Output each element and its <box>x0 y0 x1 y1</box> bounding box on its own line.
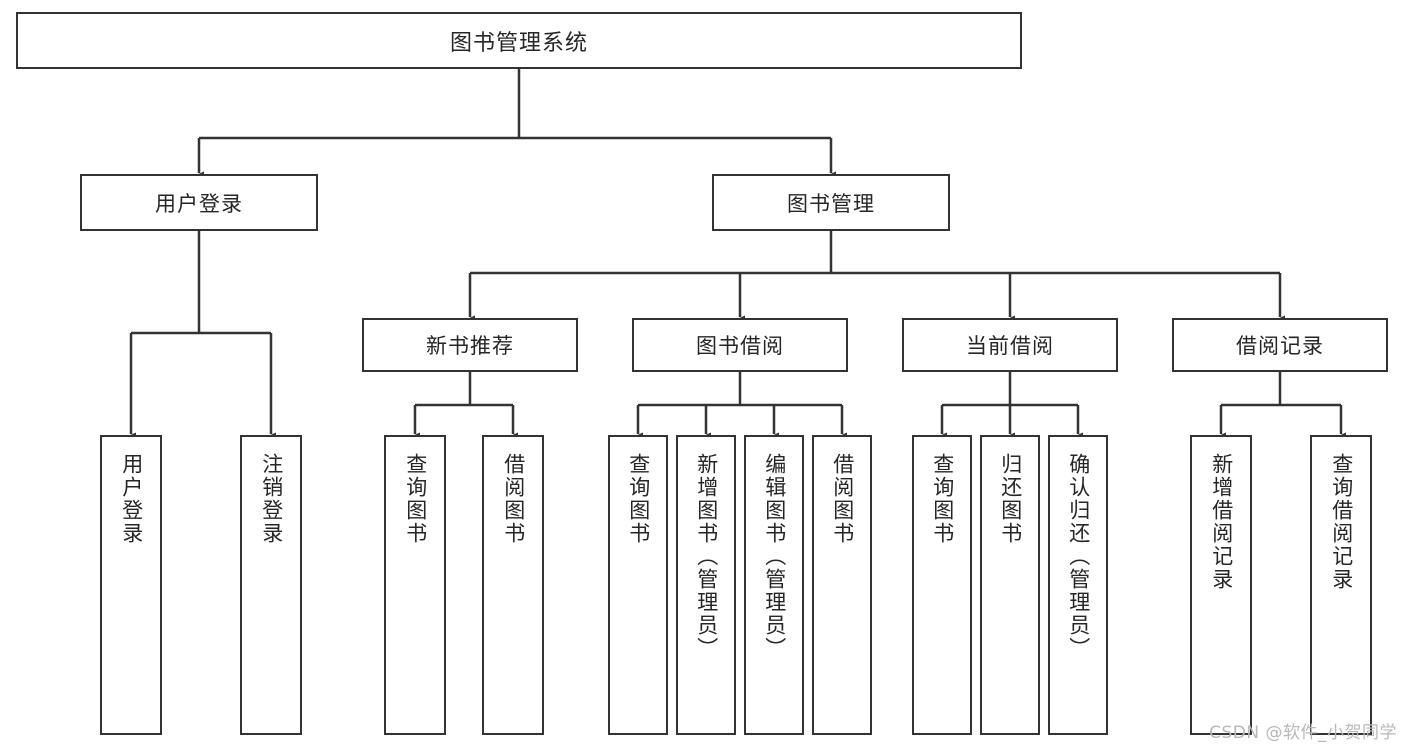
node-current[interactable]: 当前借阅 <box>902 318 1118 372</box>
watermark: CSDN @软件_小贺同学 <box>1209 723 1397 743</box>
node-r_query[interactable]: 查询借阅记录 <box>1310 435 1372 735</box>
node-c_confirm[interactable]: 确认归还（管理员） <box>1048 435 1108 735</box>
node-label: 归还图书 <box>998 453 1023 545</box>
node-label: 借阅图书 <box>501 453 526 545</box>
node-label: 图书管理系统 <box>449 30 588 56</box>
node-label: 查询图书 <box>930 453 955 545</box>
node-r_add[interactable]: 新增借阅记录 <box>1190 435 1252 735</box>
node-label: 借阅记录 <box>1236 334 1324 358</box>
node-label: 注销登录 <box>259 453 284 545</box>
node-label: 查询图书 <box>626 453 651 545</box>
node-label: 用户登录 <box>155 191 243 216</box>
node-borrow[interactable]: 图书借阅 <box>632 318 848 372</box>
node-label: 借阅图书 <box>830 453 855 545</box>
node-records[interactable]: 借阅记录 <box>1172 318 1388 372</box>
node-b_add[interactable]: 新增图书（管理员） <box>676 435 736 735</box>
node-label: 图书管理 <box>787 191 875 216</box>
node-newbook[interactable]: 新书推荐 <box>362 318 578 372</box>
node-label: 确认归还（管理员） <box>1066 453 1091 660</box>
node-label: 新增借阅记录 <box>1209 453 1234 591</box>
node-label: 编辑图书（管理员） <box>762 453 787 660</box>
node-login[interactable]: 用户登录 <box>80 174 318 231</box>
node-b_query[interactable]: 查询图书 <box>608 435 668 735</box>
node-bookmgmt[interactable]: 图书管理 <box>712 174 950 231</box>
node-label: 新书推荐 <box>426 334 514 358</box>
node-l_logout[interactable]: 注销登录 <box>240 435 302 735</box>
node-label: 用户登录 <box>119 453 144 545</box>
node-label: 当前借阅 <box>966 334 1054 358</box>
node-c_query[interactable]: 查询图书 <box>912 435 972 735</box>
node-n_query[interactable]: 查询图书 <box>384 435 446 735</box>
edge-paths <box>126 69 1346 442</box>
node-root[interactable]: 图书管理系统 <box>16 12 1022 69</box>
node-label: 图书借阅 <box>696 334 784 358</box>
node-c_return[interactable]: 归还图书 <box>980 435 1040 735</box>
node-label: 查询借阅记录 <box>1329 453 1354 591</box>
node-b_lend[interactable]: 借阅图书 <box>812 435 872 735</box>
node-n_borrow[interactable]: 借阅图书 <box>482 435 544 735</box>
node-label: 新增图书（管理员） <box>694 453 719 660</box>
node-label: 查询图书 <box>403 453 428 545</box>
node-l_login[interactable]: 用户登录 <box>100 435 162 735</box>
node-b_edit[interactable]: 编辑图书（管理员） <box>744 435 804 735</box>
